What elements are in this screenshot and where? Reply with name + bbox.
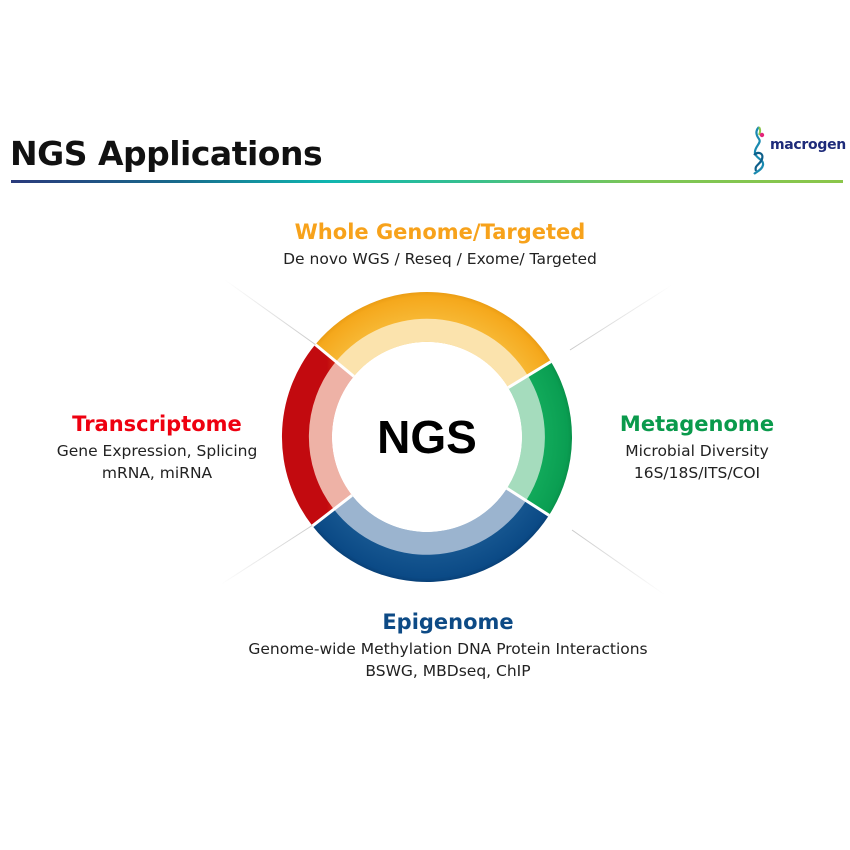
sub-epigenome-line1: Genome-wide Methylation DNA Protein Inte… — [248, 640, 648, 658]
label-whole-genome: Whole Genome/Targeted De novo WGS / Rese… — [283, 220, 597, 270]
helix-logo-icon — [753, 126, 765, 175]
sub-metagenome-line2: 16S/18S/ITS/COI — [633, 464, 761, 482]
sub-metagenome-line1: Microbial Diversity — [625, 442, 769, 460]
inner-band-green — [506, 375, 545, 501]
center-disc — [332, 342, 522, 532]
logo-text: macrogen — [770, 137, 846, 153]
leader-line-bottom-left — [219, 522, 317, 586]
label-transcriptome: Transcriptome Gene Expression, Splicing … — [57, 412, 258, 484]
macrogen-logo: macrogen — [750, 125, 846, 175]
heading-epigenome: Epigenome — [382, 610, 514, 634]
inner-band-yellow — [336, 318, 528, 388]
leader-line-top-right — [569, 284, 673, 351]
heading-transcriptome: Transcriptome — [72, 412, 242, 436]
leader-line-top-left — [224, 279, 317, 346]
leader-line-bottom-right — [571, 529, 666, 596]
inner-band-blue — [333, 488, 527, 555]
heading-whole-genome: Whole Genome/Targeted — [294, 220, 586, 244]
sub-whole-genome-line1: De novo WGS / Reseq / Exome/ Targeted — [283, 250, 597, 268]
label-metagenome: Metagenome Microbial Diversity 16S/18S/I… — [620, 412, 774, 484]
label-epigenome: Epigenome Genome-wide Methylation DNA Pr… — [248, 610, 647, 682]
page-title: NGS Applications — [10, 134, 323, 173]
sub-epigenome-line2: BSWG, MBDseq, ChIP — [365, 662, 531, 680]
sub-transcriptome-line2: mRNA, miRNA — [101, 464, 213, 482]
heading-metagenome: Metagenome — [619, 412, 775, 436]
center-label: NGS — [377, 411, 477, 463]
sub-transcriptome-line1: Gene Expression, Splicing — [56, 442, 258, 460]
inner-band-red — [308, 361, 354, 510]
title-underline-gradient — [11, 180, 843, 183]
